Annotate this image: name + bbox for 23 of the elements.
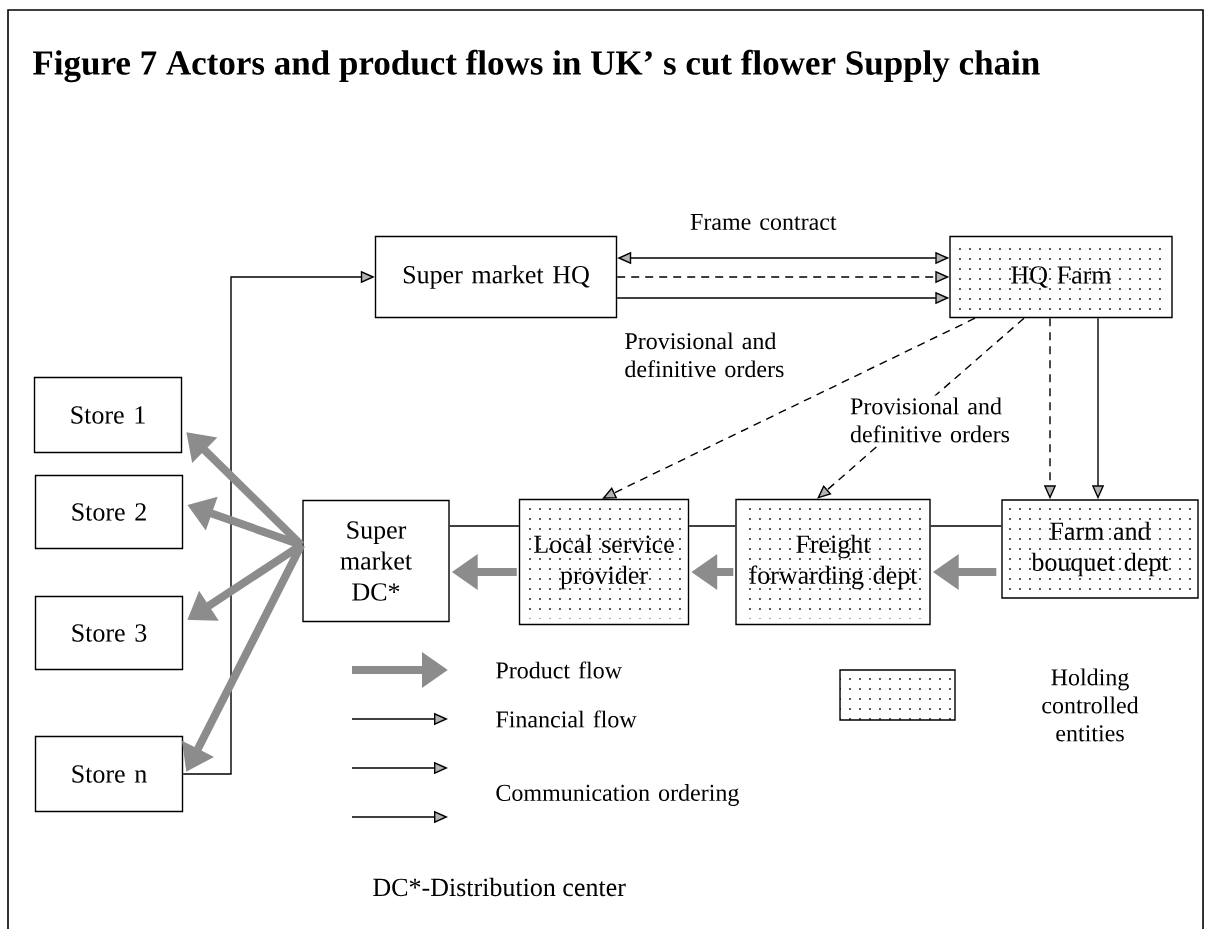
- edge-label: Provisional and definitive orders: [625, 332, 784, 378]
- figure-title: Figure 7 Actors and product flows in UK’ s cut flower Supply chain: [33, 49, 1040, 83]
- connector-line: [449, 525, 520, 527]
- store-box: Store 1: [33, 376, 183, 454]
- dashed-arrow: [602, 317, 976, 499]
- legend-label: Holding controlled entities: [1042, 668, 1139, 742]
- connector-line: [688, 525, 736, 527]
- edge-label: Frame contract: [690, 214, 837, 230]
- store-box: Store 2: [34, 474, 184, 550]
- store-box: Store 3: [34, 595, 184, 671]
- legend-label: Product flow: [496, 661, 622, 679]
- process-box: Farm and bouquet dept: [1001, 499, 1199, 599]
- process-box: Local service provider: [518, 498, 690, 626]
- process-box: Freight forwarding dept: [735, 498, 931, 626]
- process-box: Super market HQ: [374, 235, 618, 319]
- footnote: DC*-Distribution center: [373, 877, 626, 897]
- connector-line: [930, 525, 1002, 527]
- process-box: HQ Farm: [949, 235, 1173, 319]
- edge-label: Provisional and definitive orders: [848, 395, 1012, 445]
- legend-label: Communication ordering: [496, 784, 739, 806]
- process-box: Super market DC*: [302, 499, 450, 623]
- legend-label: Financial flow: [496, 710, 637, 728]
- store-box: Store n: [34, 735, 184, 813]
